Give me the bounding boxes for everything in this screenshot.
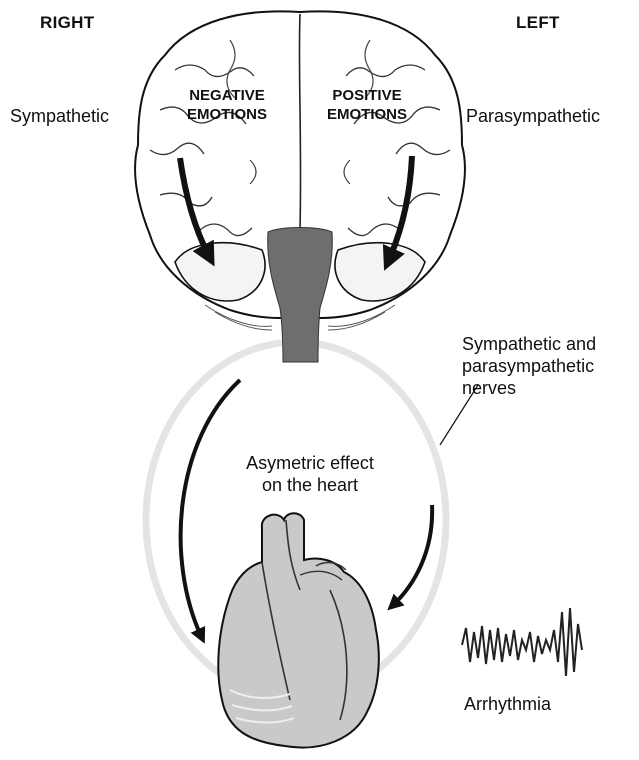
parasympathetic-label: Parasympathetic (466, 105, 600, 127)
asymmetric-effect-label: Asymetric effect on the heart (220, 452, 400, 496)
effect-line-2: on the heart (220, 474, 400, 496)
nerves-line-1: Sympathetic and (462, 333, 632, 355)
sympathetic-label: Sympathetic (10, 105, 109, 127)
positive-line-1: POSITIVE (312, 86, 422, 105)
negative-emotions-label: NEGATIVE EMOTIONS (172, 86, 282, 124)
nerves-label: Sympathetic and parasympathetic nerves (462, 333, 632, 399)
arrhythmia-label: Arrhythmia (464, 693, 551, 715)
effect-line-1: Asymetric effect (220, 452, 400, 474)
ecg-trace-icon (462, 608, 582, 676)
nerves-line-3: nerves (462, 377, 632, 399)
positive-emotions-label: POSITIVE EMOTIONS (312, 86, 422, 124)
negative-line-1: NEGATIVE (172, 86, 282, 105)
negative-line-2: EMOTIONS (172, 105, 282, 124)
right-hemisphere-label: RIGHT (40, 12, 94, 34)
heart-illustration (218, 513, 379, 747)
left-hemisphere-label: LEFT (516, 12, 560, 34)
nerves-line-2: parasympathetic (462, 355, 632, 377)
left-nerve-arrow (392, 505, 432, 606)
positive-line-2: EMOTIONS (312, 105, 422, 124)
